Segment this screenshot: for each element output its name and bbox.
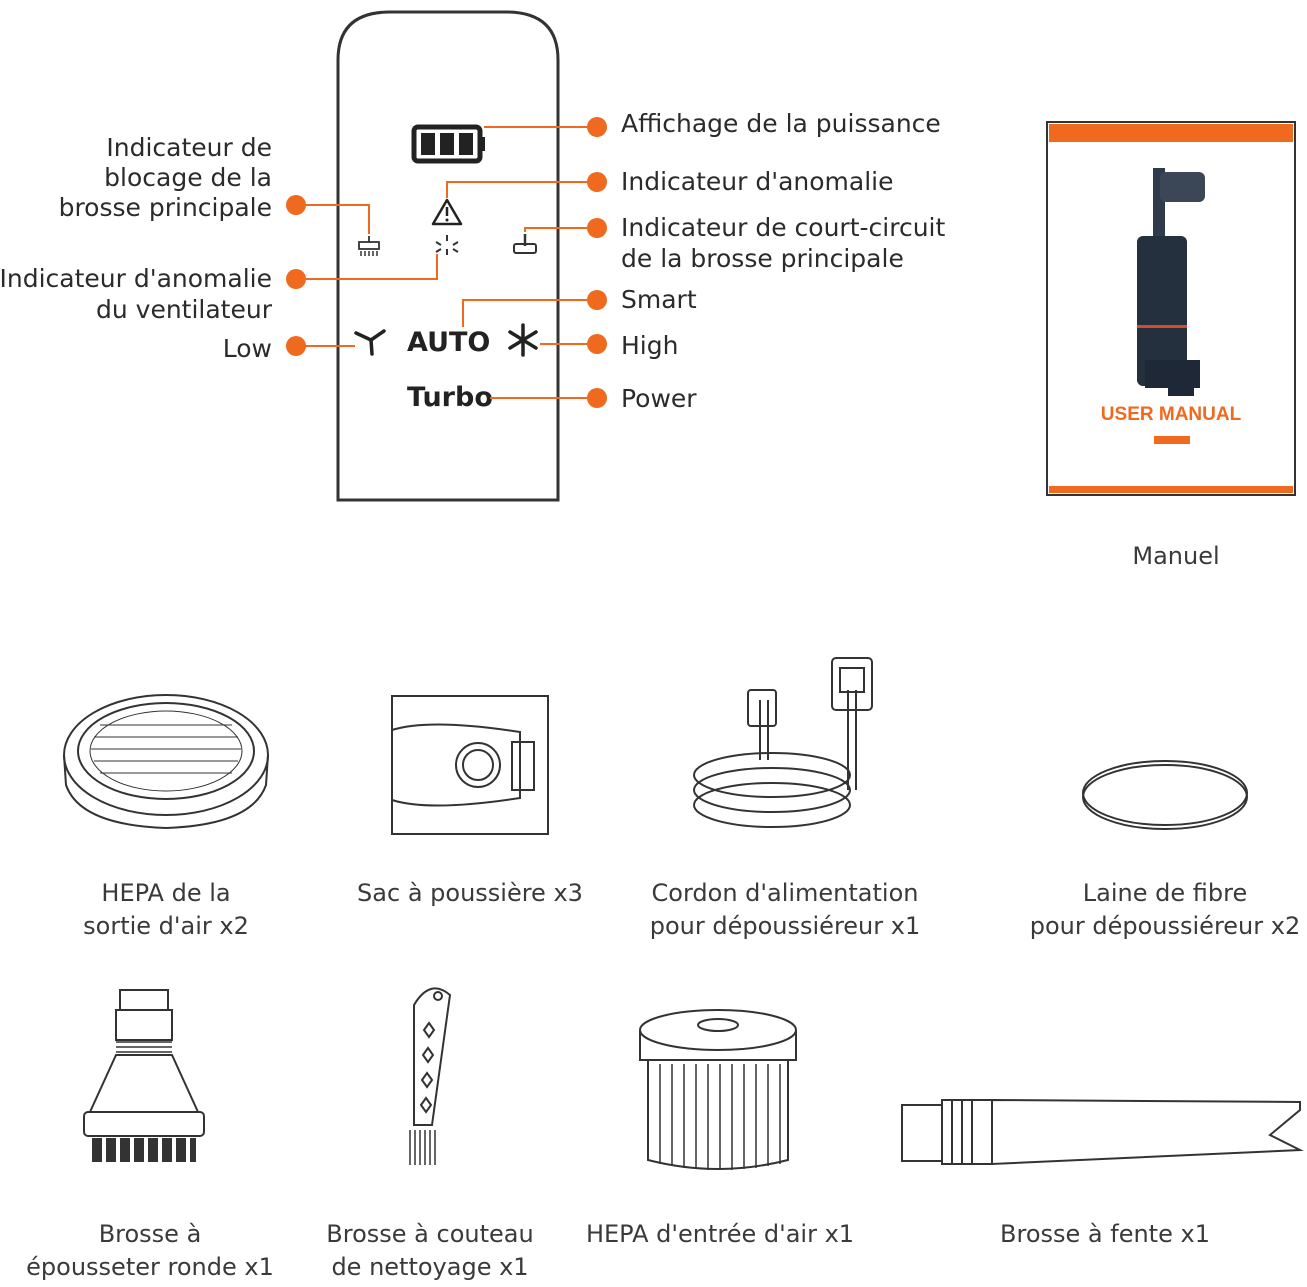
round-dusting-brush-icon	[83, 989, 205, 1162]
callout-dots	[286, 117, 607, 408]
low-fan-icon	[354, 329, 386, 356]
manual-cover-title: USER MANUAL	[1101, 404, 1242, 425]
callout-high: High	[621, 331, 679, 360]
user-manual-cover	[1046, 121, 1296, 496]
power-cord-icon	[693, 657, 873, 828]
battery-icon	[411, 124, 485, 164]
hepa-exhaust-filter-icon	[63, 694, 269, 830]
caption-dust-bag: Sac à poussière x3	[357, 879, 583, 907]
fan-anomaly-icon	[435, 235, 459, 255]
callout-fan-anomaly-line1: Indicateur d'anomalie	[0, 264, 272, 293]
warning-icon	[431, 198, 463, 226]
caption-crevice-tool: Brosse à fente x1	[1000, 1220, 1210, 1248]
callout-blockage-line3: brosse principale	[58, 193, 272, 222]
callout-short-circuit-line2: de la brosse principale	[621, 244, 904, 273]
callout-short-circuit-line1: Indicateur de court-circuit	[621, 213, 946, 242]
callout-low: Low	[222, 334, 272, 363]
manual-caption: Manuel	[1132, 542, 1220, 570]
high-fan-icon	[508, 323, 538, 357]
caption-hepa-intake: HEPA d'entrée d'air x1	[585, 1220, 855, 1248]
cleaning-knife-brush-icon	[409, 987, 452, 1165]
callout-lines	[296, 126, 597, 399]
control-panel-outline	[336, 10, 560, 502]
callout-smart: Smart	[621, 285, 697, 314]
brush-blockage-icon	[358, 236, 380, 256]
callout-blockage-line1: Indicateur de	[106, 133, 272, 162]
callout-power-display: Affichage de la puissance	[621, 109, 941, 138]
callout-anomaly: Indicateur d'anomalie	[621, 167, 894, 196]
crevice-tool-icon	[901, 1098, 1304, 1166]
callout-power: Power	[621, 384, 697, 413]
short-circuit-icon	[513, 234, 537, 254]
fiber-disc-icon	[1082, 760, 1248, 830]
callout-fan-anomaly-line2: du ventilateur	[95, 295, 272, 324]
hepa-intake-filter-icon	[639, 1009, 797, 1170]
callout-blockage-line2: blocage de la	[104, 163, 272, 192]
dust-bag-icon	[391, 695, 549, 835]
turbo-mode-label: Turbo	[407, 382, 493, 413]
auto-mode-label: AUTO	[407, 327, 490, 358]
